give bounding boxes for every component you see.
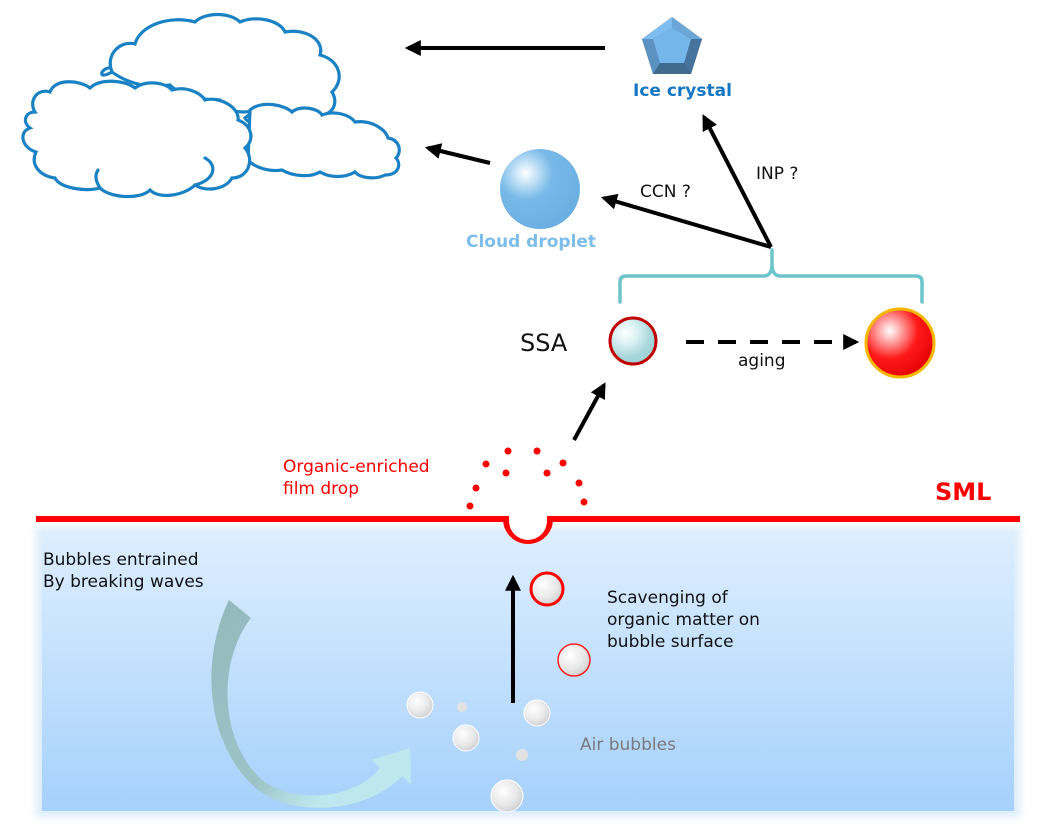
air-bubble [406, 691, 434, 719]
arrow-ccn [600, 193, 772, 249]
ssa-aged-particle [864, 307, 936, 379]
scavenging-line2: organic matter on [607, 610, 760, 631]
ocean [36, 527, 1020, 817]
air-bubbles [406, 691, 551, 813]
organic-film-drop-line1: Organic-enriched [283, 457, 430, 477]
bubbles-entrained-line1: Bubbles entrained [43, 550, 199, 570]
film-drop [559, 459, 567, 467]
film-drop [472, 484, 480, 492]
aging-label: aging [738, 351, 786, 371]
air-bubble [457, 702, 467, 712]
film-drop [482, 460, 490, 468]
bubbles-entrained-line2: By breaking waves [43, 572, 204, 593]
ssa-group-bracket [618, 248, 924, 304]
arrow-droplet-to-clouds [424, 143, 491, 165]
cloud-droplet-label: Cloud droplet [466, 232, 597, 252]
film-drop [575, 479, 583, 487]
bursting-bubble-cap [509, 521, 547, 540]
scavenging-line3: bubble surface [607, 632, 734, 653]
sml-line [36, 516, 1020, 544]
inp-label: INP ? [756, 164, 799, 184]
film-drop [580, 498, 588, 506]
breaking-wave-arrow-icon [211, 600, 411, 808]
organic-film-drop-label: Organic-enriched film drop [283, 456, 430, 500]
ssa-label: SSA [520, 329, 568, 357]
ice-crystal-label: Ice crystal [633, 81, 732, 101]
film-drop [502, 469, 510, 477]
air-bubble [516, 749, 528, 761]
air-bubble [523, 699, 551, 727]
air-bubbles-label: Air bubbles [580, 735, 676, 755]
film-drop [543, 469, 551, 477]
organic-coated-bubble [529, 571, 565, 607]
organic-film-drop-line2: film drop [283, 479, 359, 500]
film-drop [533, 447, 541, 455]
ccn-label: CCN ? [640, 182, 691, 202]
ice-crystal-icon [642, 17, 702, 74]
ssa-fresh-particle [608, 316, 658, 366]
film-drop-droplets [466, 447, 588, 510]
scavenging-line1: Scavenging of [607, 588, 728, 608]
scavenging-label: Scavenging of organic matter on bubble s… [607, 587, 760, 653]
organic-coated-bubble [557, 643, 591, 677]
cloud-droplet-icon [500, 149, 580, 229]
arrow-filmdrop-to-ssa [572, 382, 606, 441]
air-bubble [490, 779, 524, 813]
air-bubble [452, 724, 480, 752]
cloud-right [246, 102, 401, 180]
arrow-inp [702, 114, 773, 248]
sml-label: SML [935, 478, 992, 506]
film-drop [466, 502, 474, 510]
bubbles-entrained-label: Bubbles entrained By breaking waves [43, 549, 204, 593]
cloud-front [21, 79, 253, 199]
cloud-cluster-icon [21, 12, 401, 199]
film-drop [504, 447, 512, 455]
